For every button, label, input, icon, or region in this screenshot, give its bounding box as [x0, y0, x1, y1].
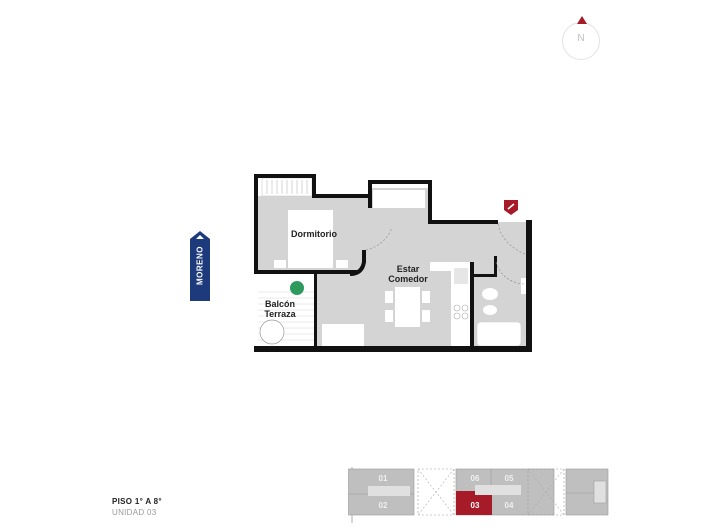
keyplan-unit-02: 02 — [378, 501, 388, 510]
street-marker: MORENO — [190, 231, 210, 301]
unit-label: UNIDAD 03 — [112, 508, 157, 517]
keyplan-unit-03-selected: 03 — [470, 501, 480, 510]
room-label-estar: Estar Comedor — [388, 264, 428, 284]
street-marker-shape-icon — [190, 231, 210, 301]
north-arrow-icon — [577, 16, 587, 24]
compass-label: N — [577, 33, 585, 44]
street-name: MORENO — [195, 246, 205, 285]
room-label-balcon: Balcón Terraza — [264, 299, 296, 319]
keyplan-unit-01: 01 — [378, 474, 388, 483]
keyplan-unit-05: 05 — [504, 474, 514, 483]
entrance-key-icon — [504, 200, 518, 215]
key-plan: 01 02 06 05 03 04 — [348, 467, 618, 523]
floor-plan — [254, 174, 532, 352]
plant-icon — [290, 281, 304, 295]
room-label-dormitorio: Dormitorio — [291, 229, 337, 239]
keyplan-unit-06: 06 — [470, 474, 480, 483]
table-umbrella-icon — [259, 319, 285, 345]
floor-range-label: PISO 1° A 8° — [112, 497, 162, 506]
keyplan-unit-04: 04 — [504, 501, 514, 510]
north-compass: N — [562, 16, 600, 60]
